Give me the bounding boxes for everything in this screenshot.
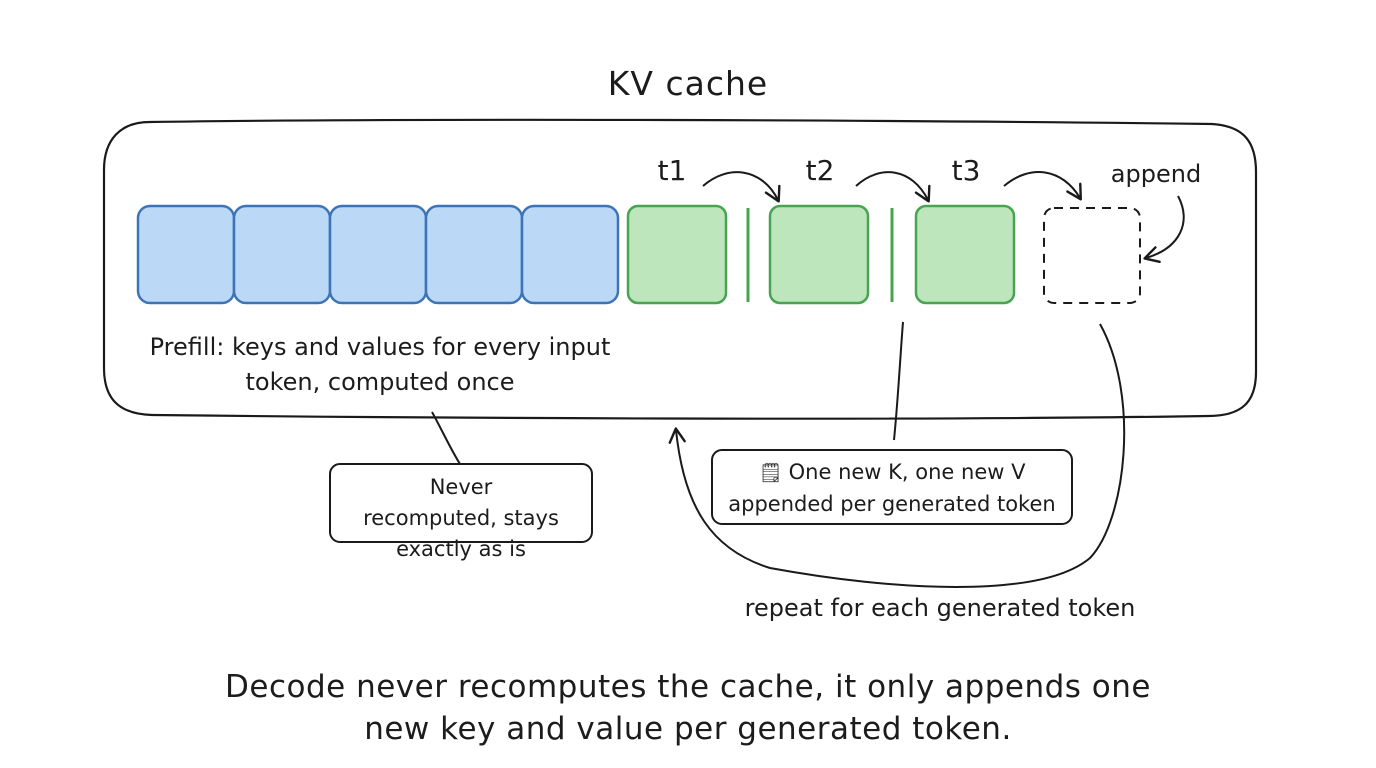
prefill-note-connector <box>431 411 461 465</box>
memo-icon: 🗒 <box>758 462 783 484</box>
note-never-box <box>329 463 593 543</box>
arrow-t1-to-t2 <box>702 171 781 203</box>
note-kv-box <box>711 449 1073 525</box>
generated-cell-t3 <box>914 204 1016 305</box>
repeat-loop-arrow <box>668 323 1126 588</box>
generated-cell-t2 <box>768 204 870 305</box>
generated-cells <box>626 204 1016 305</box>
prefill-cell <box>232 204 332 305</box>
cache-container <box>102 118 1258 420</box>
generated-cell-t1 <box>626 204 728 305</box>
kv-note-connector <box>893 321 904 441</box>
repeat-label: repeat for each generated token <box>744 594 1136 622</box>
note-never-recomputed: Never recomputed, stays exactly as is <box>363 475 559 561</box>
token-label-t2: t2 <box>805 154 835 187</box>
prefill-cell <box>424 204 524 305</box>
empty-append-slot <box>1043 207 1141 304</box>
arrow-t2-to-t3 <box>855 171 931 203</box>
arrow-t3-to-slot <box>1003 171 1082 201</box>
note-one-new-kv: 🗒One new K, one new V appended per gener… <box>712 457 1072 520</box>
prefill-cell <box>136 204 236 305</box>
prefill-cell <box>520 204 620 305</box>
prefill-cells <box>136 204 620 305</box>
note-kv-text: One new K, one new V appended per genera… <box>728 460 1056 516</box>
caption: Decode never recomputes the cache, it on… <box>225 669 1151 747</box>
prefill-cell <box>328 204 428 305</box>
token-label-t1: t1 <box>657 154 687 187</box>
diagram-title: KV cache <box>607 64 769 103</box>
append-arrow <box>1143 195 1185 264</box>
append-label: append <box>1110 160 1202 188</box>
prefill-label: Prefill: keys and values for every input… <box>149 333 611 396</box>
token-label-t3: t3 <box>951 154 981 187</box>
